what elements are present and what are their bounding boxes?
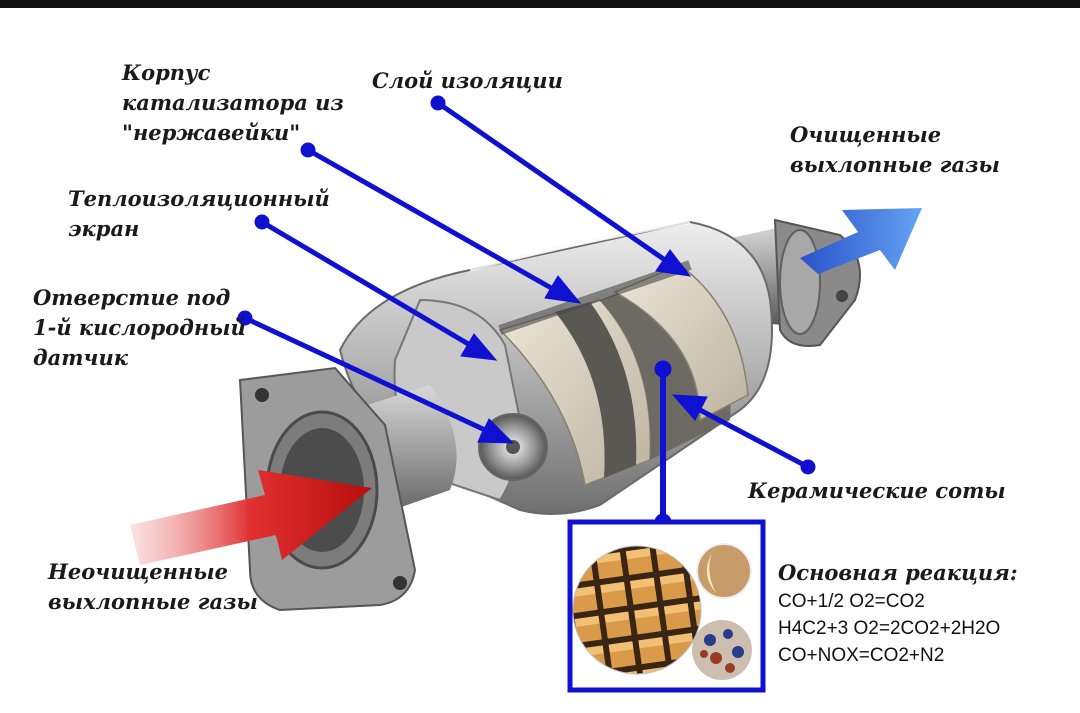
top-border (0, 0, 1080, 8)
label-insulation-line1: Слой изоляции (372, 68, 563, 93)
label-sensor-line1: Отверстие под (33, 285, 231, 310)
label-uncleaned-line1: Неочищенные (48, 559, 229, 584)
label-ceramic-line1: Керамические соты (748, 478, 1006, 503)
pointer-ceramic-honeycomb (671, 394, 816, 475)
label-sensor-hole: Отверстие под 1-й кислородный датчик (33, 283, 246, 373)
reaction-equation-1: CO+1/2 O2=CO2 (778, 591, 925, 612)
reaction-equation-3: CO+NOX=CO2+N2 (778, 645, 945, 666)
label-sensor-line3: датчик (33, 345, 128, 370)
label-housing-line2: катализатора из (122, 90, 344, 115)
reaction-equation-2: H4C2+3 O2=2CO2+2H2O (778, 618, 1001, 639)
pointer-lines (237, 95, 816, 531)
pointer-housing (300, 142, 582, 304)
pointer-sensor-hole (237, 310, 515, 444)
outlet-gas-arrow (800, 208, 922, 274)
pointer-heat-shield (254, 214, 498, 361)
label-heat-shield-line2: экран (68, 216, 140, 241)
label-housing-line3: "нержавейки" (122, 120, 301, 145)
label-cleaned-gases: Очищенные выхлопные газы (790, 120, 1000, 180)
label-uncleaned-gases: Неочищенные выхлопные газы (48, 557, 258, 617)
label-sensor-line2: 1-й кислородный (33, 315, 246, 340)
reaction-title: Основная реакция: (778, 560, 1018, 585)
label-heat-shield: Теплоизоляционный экран (68, 184, 330, 244)
label-heat-shield-line1: Теплоизоляционный (68, 186, 330, 211)
label-housing: Корпус катализатора из "нержавейки" (122, 58, 344, 148)
label-ceramic-honeycomb: Керамические соты (748, 476, 1006, 506)
reaction-block: Основная реакция: CO+1/2 O2=CO2 H4C2+3 O… (778, 558, 1018, 669)
inlet-gas-arrow (130, 470, 372, 565)
label-cleaned-line1: Очищенные (790, 122, 942, 147)
honeycomb-detail-inset (567, 519, 766, 693)
label-insulation-layer: Слой изоляции (372, 66, 563, 96)
label-housing-line1: Корпус (122, 60, 211, 85)
label-cleaned-line2: выхлопные газы (790, 152, 1000, 177)
pointer-insulation-layer (430, 95, 692, 277)
label-uncleaned-line2: выхлопные газы (48, 589, 258, 614)
